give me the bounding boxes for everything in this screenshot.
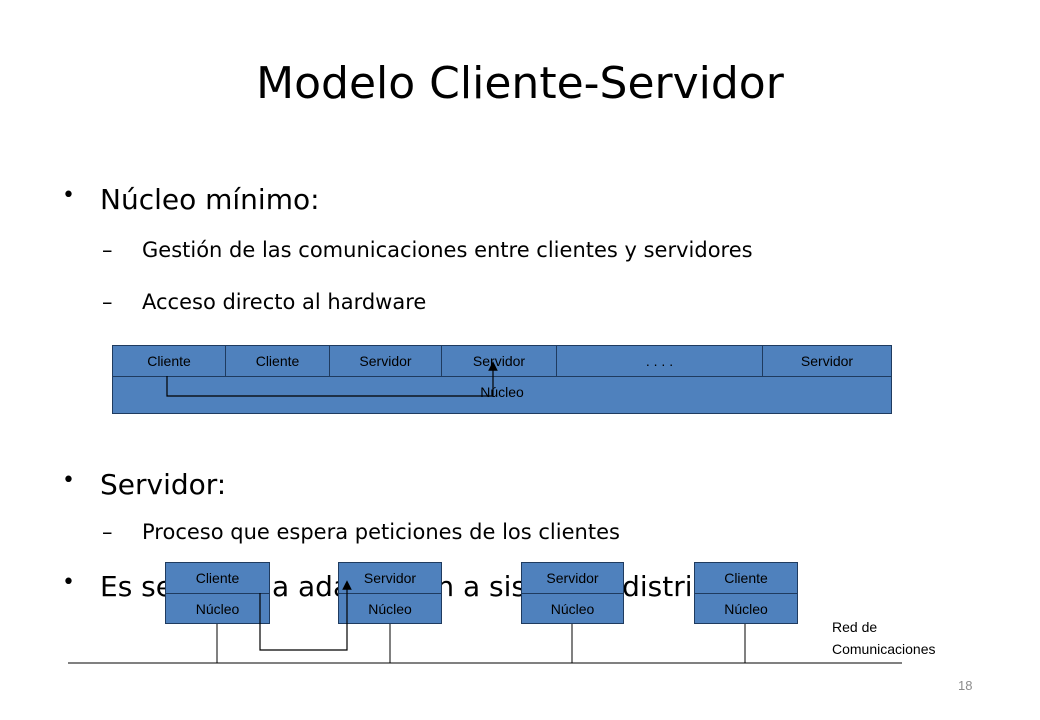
sub-dash: – [102,238,113,262]
sub-bullet-gestion: – Gestión de las comunicaciones entre cl… [102,238,753,262]
kernel-divider [113,376,891,377]
node-cliente-1: Cliente Núcleo [165,562,270,624]
bullet-dot: • [62,570,75,595]
segment-servidor-3: Servidor [800,353,854,369]
segment-servidor-2: Servidor [442,346,557,376]
segment-cliente-2: Cliente [226,346,330,376]
node-bottom-label: Núcleo [724,601,768,617]
node-servidor-1: Servidor Núcleo [338,562,442,624]
bullet-dot: • [62,468,75,493]
node-servidor-2: Servidor Núcleo [521,562,624,624]
node-top-label: Servidor [363,570,417,586]
bullet-text: Servidor: [100,468,227,501]
node-bottom-label: Núcleo [368,601,412,617]
node-divider [166,593,269,594]
node-divider [339,593,441,594]
segment-servidor-1: Servidor [330,346,442,376]
network-label: Red de Comunicaciones [832,616,936,660]
ipc-arrow-top [166,361,498,397]
sub-text: Gestión de las comunicaciones entre clie… [142,238,753,262]
node-bottom-label: Núcleo [195,601,240,617]
sub-dash: – [102,520,113,544]
ipc-arrow-bottom [259,580,352,651]
page-number: 18 [958,678,973,693]
bullet-dot: • [62,183,75,208]
network-label-line1: Red de [832,619,878,635]
sub-dash: – [102,290,113,314]
segment-ellipsis: . . . . [557,346,763,376]
sub-bullet-acceso: – Acceso directo al hardware [102,290,427,314]
node-divider [695,593,797,594]
node-top-label: Cliente [195,570,240,586]
slide-title: Modelo Cliente-Servidor [256,58,784,109]
node-bottom-label: Núcleo [550,601,595,617]
sub-text: Acceso directo al hardware [142,290,427,314]
sub-text: Proceso que espera peticiones de los cli… [142,520,620,544]
bullet-servidor: • Servidor: [62,468,227,501]
sub-bullet-proceso: – Proceso que espera peticiones de los c… [102,520,620,544]
bullet-nucleo-minimo: • Núcleo mínimo: [62,183,320,216]
node-divider [522,593,623,594]
node-top-label: Cliente [724,570,768,586]
network-label-line2: Comunicaciones [832,641,936,657]
node-top-label: Servidor [546,570,599,586]
bullet-text: Núcleo mínimo: [100,183,320,216]
segment-cliente-1: Cliente [113,346,226,376]
kernel-diagram: Cliente Cliente Servidor Servidor . . . … [112,345,892,414]
node-cliente-2: Cliente Núcleo [694,562,798,624]
